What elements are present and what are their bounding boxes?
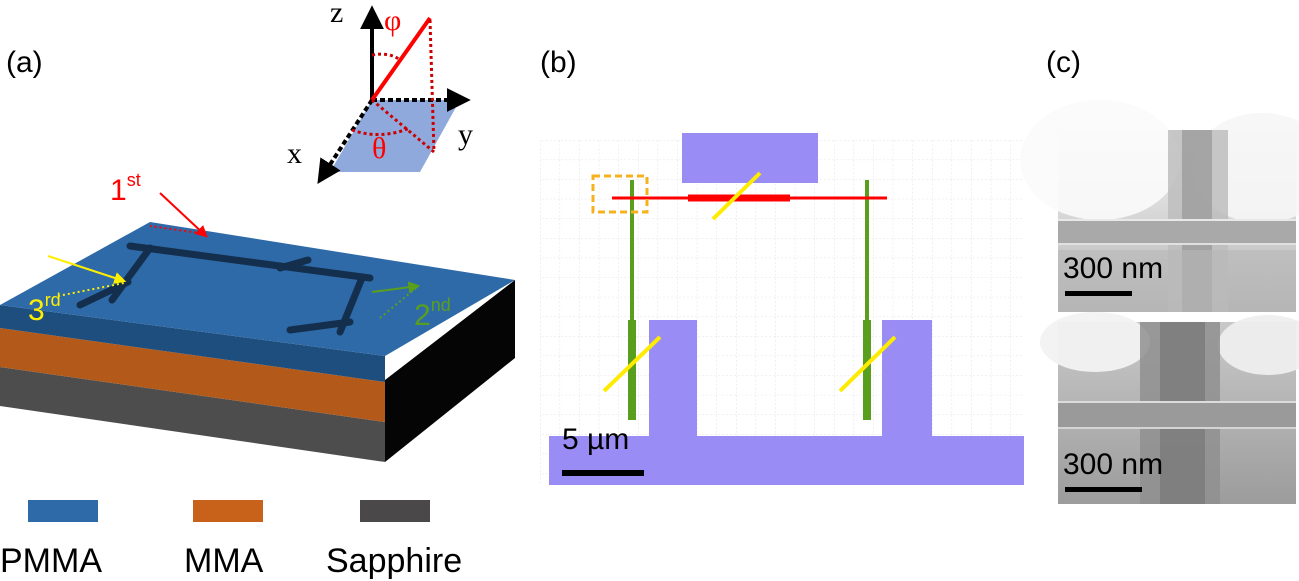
coordinate-system: z y x φ θ bbox=[287, 0, 473, 185]
marker-left bbox=[602, 335, 662, 393]
sem-image-top: 300 nm bbox=[1020, 100, 1299, 312]
sem-bottom-scale-label: 300 nm bbox=[1063, 448, 1163, 481]
marker-top bbox=[711, 171, 762, 221]
axis-label-z: z bbox=[330, 0, 343, 29]
panel-label-a: (a) bbox=[6, 46, 43, 79]
device-layout: 5 µm bbox=[540, 133, 1024, 485]
marker-right bbox=[838, 335, 897, 393]
beam-projection-plane bbox=[371, 98, 435, 154]
panel-label-c: (c) bbox=[1046, 46, 1081, 79]
beam-2nd-label: 2nd bbox=[414, 295, 451, 332]
legend-label-mma: MMA bbox=[184, 542, 264, 580]
sem-top-scale-bar bbox=[1065, 291, 1132, 296]
angle-label-phi: φ bbox=[384, 4, 401, 37]
top-electrode bbox=[682, 133, 818, 183]
sample-stack: 1st 3rd 2nd bbox=[0, 170, 515, 462]
layout-scale-label: 5 µm bbox=[562, 423, 629, 456]
sapphire-layer bbox=[0, 367, 385, 462]
phi-arc bbox=[371, 52, 401, 62]
highlight-box bbox=[591, 174, 649, 214]
beam-3rd-projection bbox=[57, 282, 125, 297]
mma-layer bbox=[0, 328, 385, 422]
beam-3rd-arrow bbox=[47, 255, 127, 284]
beam-1st-arrow bbox=[159, 192, 208, 238]
pmma-top-surface bbox=[0, 222, 515, 356]
beam-vector bbox=[370, 16, 432, 102]
sem-bottom-scale-bar bbox=[1065, 487, 1142, 492]
material-legend: PMMA MMA Sapphire bbox=[0, 500, 462, 580]
block-right-side bbox=[385, 280, 515, 462]
layout-scale-bar bbox=[562, 470, 644, 476]
bottom-electrode bbox=[549, 320, 1024, 485]
pmma-front-edge bbox=[0, 305, 385, 382]
legend-swatch-mma bbox=[193, 500, 263, 522]
legend-label-sapphire: Sapphire bbox=[326, 542, 462, 580]
beam-1st-label: 1st bbox=[110, 170, 141, 207]
theta-arc bbox=[351, 126, 411, 136]
beam-projection-vertical bbox=[428, 19, 436, 153]
legend-label-pmma: PMMA bbox=[0, 542, 102, 580]
axis-label-x: x bbox=[287, 137, 302, 170]
panel-label-b: (b) bbox=[540, 46, 577, 79]
angle-label-theta: θ bbox=[372, 132, 386, 165]
legend-swatch-sapphire bbox=[360, 500, 430, 522]
sem-top-scale-label: 300 nm bbox=[1063, 252, 1163, 285]
beam-2nd-arrow bbox=[371, 281, 421, 294]
sem-image-bottom: 300 nm bbox=[1040, 312, 1299, 504]
trench-pattern bbox=[76, 242, 374, 336]
beam-3rd-label: 3rd bbox=[28, 290, 61, 327]
axis-label-y: y bbox=[458, 118, 473, 151]
legend-swatch-pmma bbox=[28, 500, 98, 522]
